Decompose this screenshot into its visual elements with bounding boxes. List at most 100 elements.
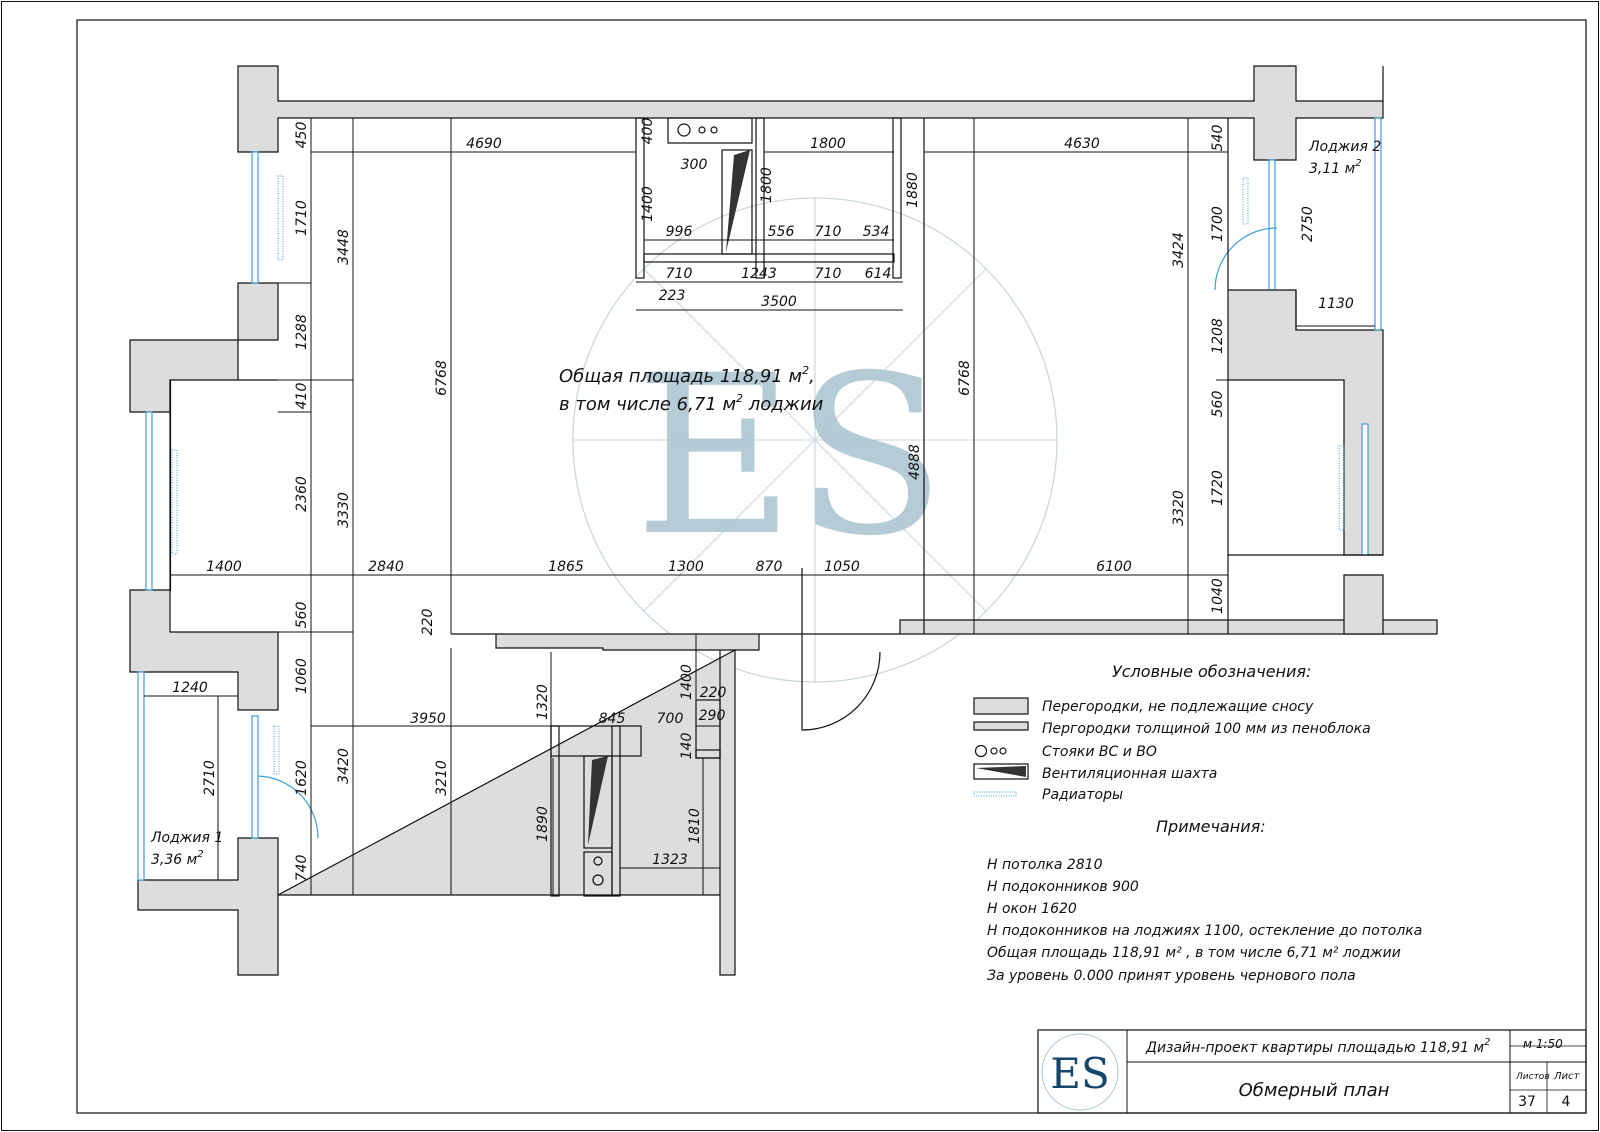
watermark: ES xyxy=(572,197,1058,683)
dimension-label: 1800 xyxy=(759,167,775,203)
dimension-label: 140 xyxy=(679,733,695,760)
riser-icon xyxy=(698,126,706,134)
dimension-label: 1400 xyxy=(679,664,695,700)
dimension-label: 556 xyxy=(768,224,795,240)
vent-shaft-icon xyxy=(976,766,1026,777)
note-line: За уровень 0.000 принят уровень черновог… xyxy=(987,968,1356,984)
dimension-label: 2750 xyxy=(1300,206,1316,242)
riser-icon xyxy=(990,747,998,755)
dimension-label: 3210 xyxy=(434,760,450,796)
legend: Условные обозначения: Перегородки, не по… xyxy=(973,662,1371,803)
dimension-label: 410 xyxy=(294,383,310,410)
dimension-label: 1720 xyxy=(1210,470,1226,506)
dimension-label: 220 xyxy=(420,609,436,636)
radiator-icon xyxy=(1338,445,1345,531)
dimension-label: 1320 xyxy=(535,684,551,720)
drawing-frame xyxy=(76,19,1587,1114)
vent-shaft-icon xyxy=(726,150,750,252)
dimension-label: 1240 xyxy=(172,680,208,696)
riser-icon xyxy=(593,856,603,866)
sheet-title: Обмерный план xyxy=(1239,1080,1390,1101)
dimension-label: 220 xyxy=(700,685,727,701)
loggia-labels: Лоджия 1 3,36 м2 Лоджия 2 3,11 м2 xyxy=(150,139,1381,868)
dimension-label: 1040 xyxy=(1210,578,1226,614)
riser-icon xyxy=(974,744,988,758)
watermark-logo: ES xyxy=(634,328,945,584)
dimension-label: 3500 xyxy=(761,294,797,310)
dimension-label: 223 xyxy=(659,288,686,304)
legend-label: Вентиляционная шахта xyxy=(1042,766,1217,782)
sheets-label: Листов xyxy=(1515,1072,1550,1082)
dimension-label: 1710 xyxy=(294,200,310,236)
dimension-label: 290 xyxy=(699,708,726,724)
dimension-label: 1050 xyxy=(824,559,860,575)
sheets-value: 37 xyxy=(1518,1094,1536,1110)
dimension-label: 1300 xyxy=(668,559,704,575)
dimension-label: 614 xyxy=(865,266,892,282)
project-title: Дизайн-проект квартиры площадью 118,91 м… xyxy=(1145,1037,1490,1056)
note-line: Н потолка 2810 xyxy=(987,857,1103,873)
dimension-label: 1060 xyxy=(294,658,310,694)
dimension-label: 540 xyxy=(1210,125,1226,152)
dimension-label: 4630 xyxy=(1064,136,1100,152)
notes-title: Примечания: xyxy=(1156,817,1266,836)
vent-shaft-icon xyxy=(588,756,608,845)
radiator-icon xyxy=(1242,177,1249,225)
dimension-label: 1880 xyxy=(905,172,921,208)
dimension-label: 1800 xyxy=(810,136,846,152)
dimension-label: 1243 xyxy=(741,266,777,282)
dimension-label: 710 xyxy=(815,266,842,282)
dimension-label: 1620 xyxy=(294,760,310,796)
legend-label: Перегородки, не подлежащие сносу xyxy=(1042,699,1314,715)
note-line: Общая площадь 118,91 м² , в том числе 6,… xyxy=(987,945,1401,961)
dimension-label: 2710 xyxy=(202,760,218,796)
dimension-label: 3330 xyxy=(336,492,352,528)
dimension-labels: 450 1710 3448 4690 400 300 1400 996 1800… xyxy=(172,118,1354,882)
dimension-label: 3420 xyxy=(336,748,352,784)
legend-label: Стояки ВС и ВО xyxy=(1042,744,1157,760)
dimension-label: 700 xyxy=(657,711,684,727)
dimension-label: 6768 xyxy=(434,360,450,396)
dimension-label: 2360 xyxy=(294,476,310,512)
title-block-logo: ES xyxy=(1050,1049,1109,1098)
dimension-label: 845 xyxy=(599,711,626,727)
dimension-label: 1865 xyxy=(548,559,584,575)
riser-icon xyxy=(677,123,691,137)
riser-icon xyxy=(710,126,718,134)
dimension-label: 870 xyxy=(756,559,783,575)
dimension-label: 3448 xyxy=(336,229,352,265)
area-note: Общая площадь 118,91 м2, в том числе 6,7… xyxy=(559,364,824,415)
dimension-label: 1810 xyxy=(687,808,703,844)
loggia2-area: 3,11 м2 xyxy=(1309,158,1362,177)
sheet-label: Лист xyxy=(1553,1071,1581,1082)
note-line: Н подоконников 900 xyxy=(987,879,1139,895)
dimension-label: 710 xyxy=(815,224,842,240)
dimension-label: 1288 xyxy=(294,314,310,350)
radiator-icon xyxy=(273,725,280,775)
windows xyxy=(137,117,1382,881)
notes: Примечания: Н потолка 2810 Н подоконнико… xyxy=(987,817,1422,984)
dimension-label: 300 xyxy=(681,157,708,173)
dimension-label: 1890 xyxy=(535,806,551,842)
dimension-label: 1130 xyxy=(1318,296,1354,312)
legend-symbol-thin-wall xyxy=(973,721,1029,731)
doors xyxy=(257,227,1278,839)
area-note-line1: Общая площадь 118,91 м2, xyxy=(559,364,815,387)
dimension-label: 1208 xyxy=(1210,318,1226,354)
bathroom-block-bottom xyxy=(550,699,721,897)
title-block: ES Дизайн-проект квартиры площадью 118,9… xyxy=(1037,1029,1587,1114)
dimension-label: 3950 xyxy=(410,711,446,727)
dimension-label: 1400 xyxy=(206,559,242,575)
dimension-label: 4690 xyxy=(466,136,502,152)
dimension-label: 560 xyxy=(294,602,310,629)
area-note-line2: в том числе 6,71 м2 лоджии xyxy=(559,392,824,415)
riser-icon xyxy=(592,874,604,886)
loggia2-name: Лоджия 2 xyxy=(1308,139,1381,155)
legend-title: Условные обозначения: xyxy=(1112,662,1311,681)
loggia1-name: Лоджия 1 xyxy=(150,830,223,846)
note-line: Н окон 1620 xyxy=(987,901,1077,917)
dimension-label: 4888 xyxy=(907,444,923,480)
logo-circle xyxy=(1041,1033,1119,1111)
